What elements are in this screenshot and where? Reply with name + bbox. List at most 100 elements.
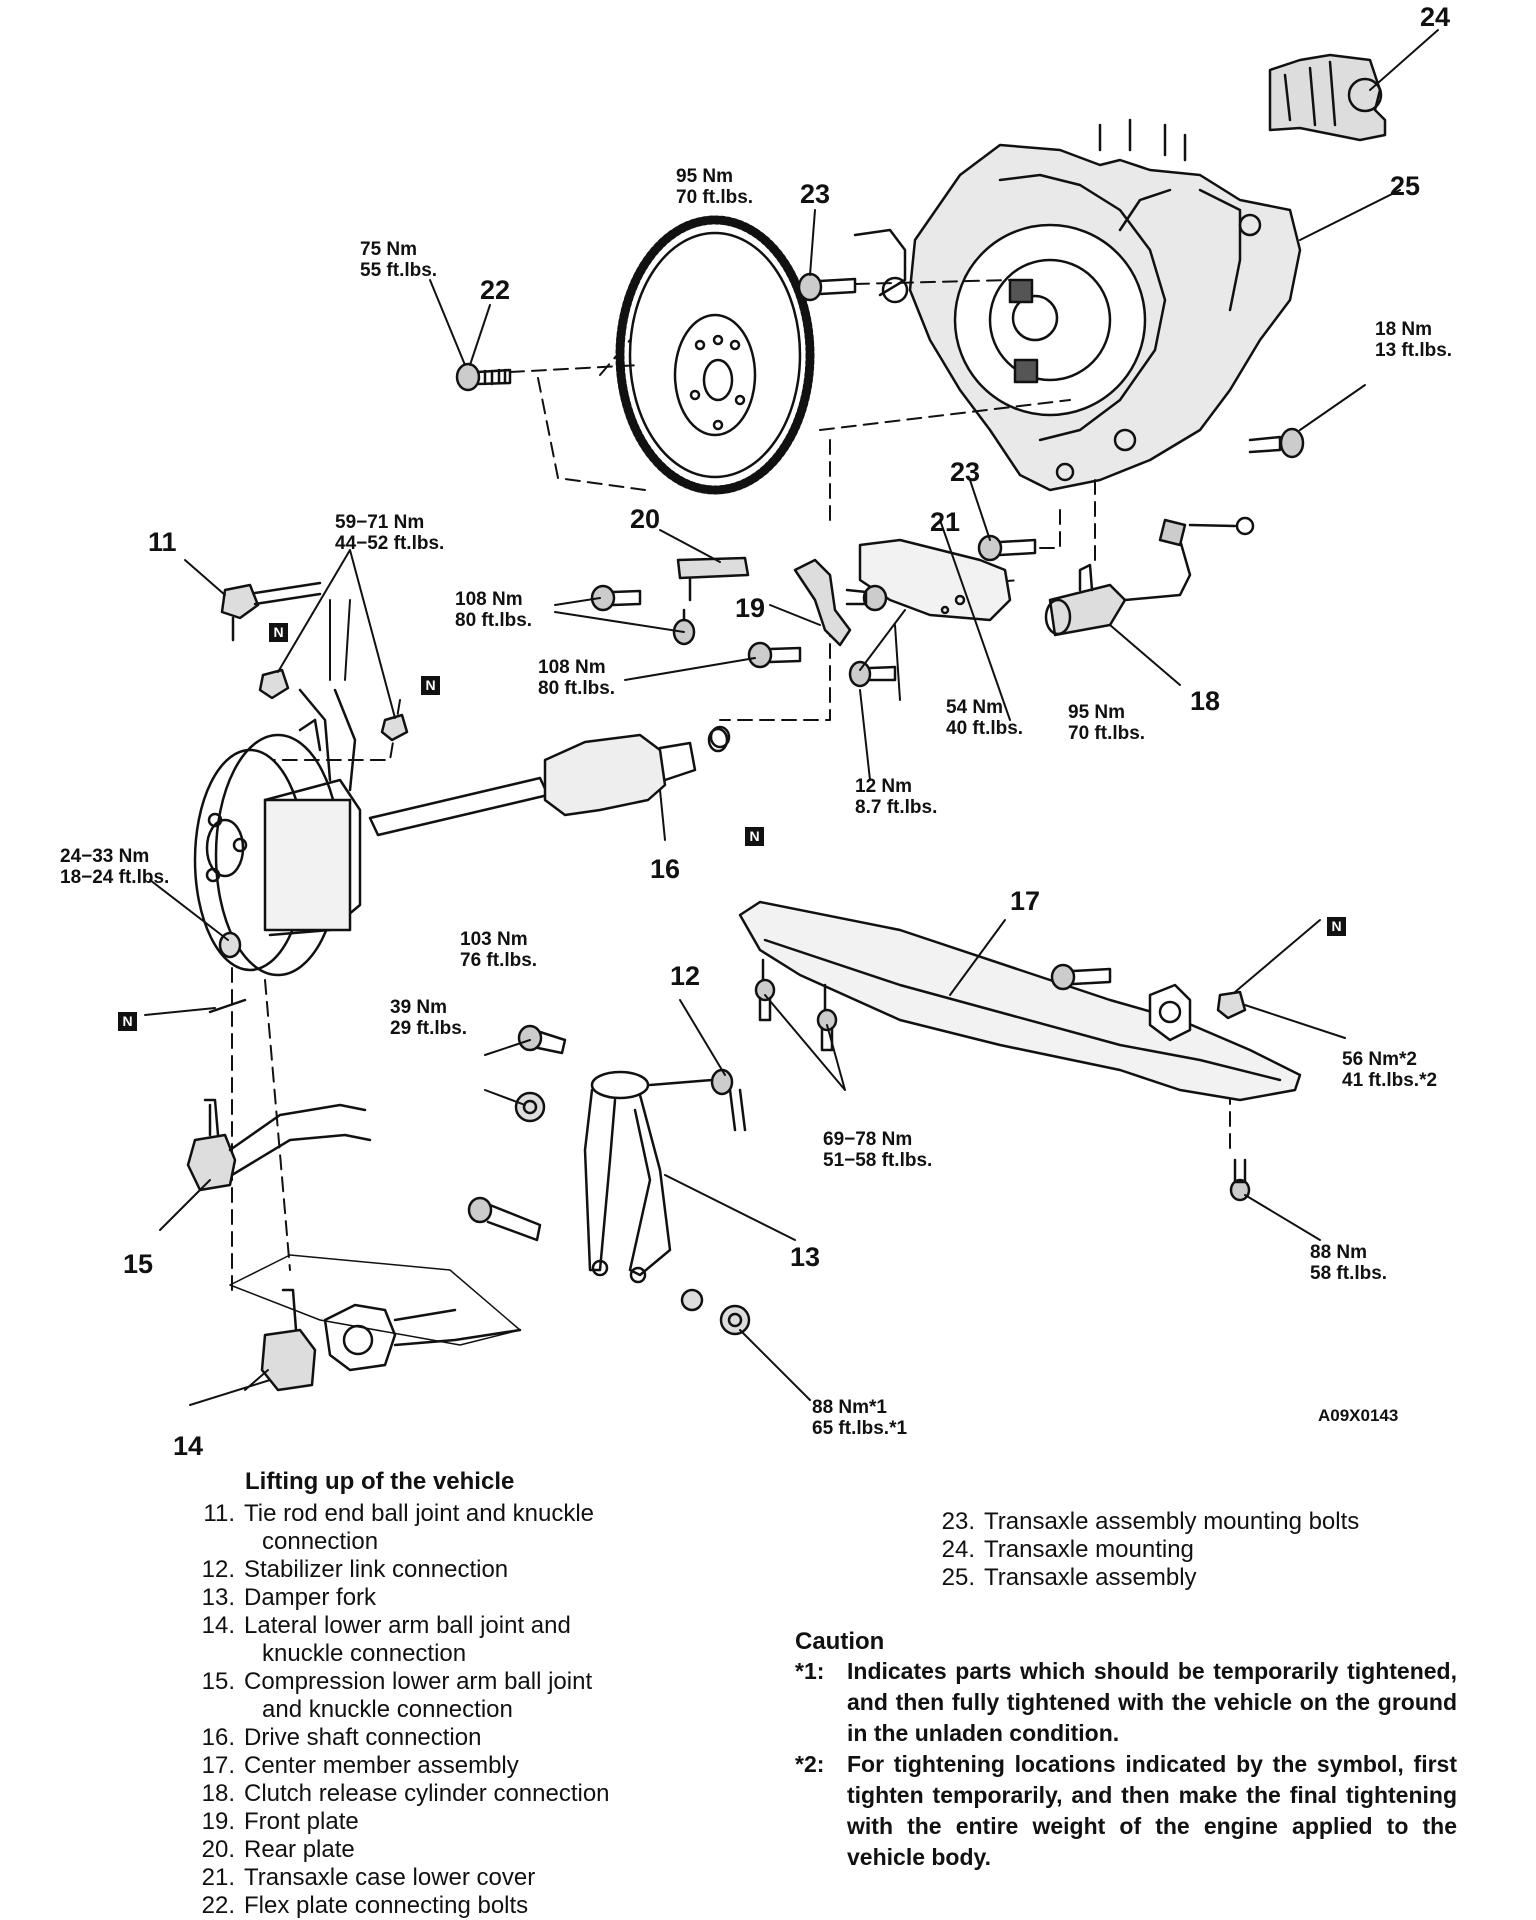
clutch-release-cylinder-part [1044,516,1255,637]
n-symbol: N [1327,917,1346,936]
callout-17: 17 [1010,886,1041,916]
legend-text-line: Drive shaft connection [244,1724,482,1751]
legend-text-line: Lateral lower arm ball joint and [244,1612,571,1639]
legend-item: 13.Damper fork [190,1584,684,1612]
section-heading: Lifting up of the vehicle [245,1468,515,1495]
legend-text: Damper fork [235,1584,684,1612]
legend-text: Drive shaft connection [235,1724,684,1752]
legend-item: 12.Stabilizer link connection [190,1556,684,1584]
legend-text-line: Transaxle assembly [984,1564,1197,1591]
strut-outline [329,599,351,681]
hub-brake-assembly-part [193,688,362,977]
callout-15: 15 [123,1249,154,1279]
legend-item: 19. Front plate [190,1808,684,1836]
legend-text: Transaxle case lower cover [235,1864,684,1892]
legend-item: 21. Transaxle case lower cover [190,1864,684,1892]
legend-text: Transaxle assembly [975,1564,1424,1592]
caution-title: Caution [795,1628,885,1655]
legend-text: Transaxle assembly mounting bolts [975,1508,1424,1536]
legend-text: Rear plate [235,1836,684,1864]
exploded-view-drawing [144,29,1439,1406]
legend-number: 15. [201,1668,235,1695]
transaxle-assembly-part [853,118,1302,492]
caution-block: Caution *1:Indicates parts which should … [795,1628,1475,1873]
legend-item: 23. Transaxle assembly mounting bolts [930,1508,1424,1536]
legend-text-continuation: and knuckle connection [262,1696,513,1723]
callout-16: 16 [650,854,681,884]
plate-bolts [590,584,897,749]
transaxle-bolt-18nm [1248,427,1305,459]
legend-number: 20. [201,1836,235,1863]
legend-number: 24. [941,1536,975,1563]
callout-24: 24 [1420,2,1451,32]
callout-12: 12 [670,961,701,991]
callout-18: 18 [1190,686,1221,716]
legend-number: 19. [201,1808,235,1835]
legend-text-line: Center member assembly [244,1752,519,1779]
legend-text-continuation: connection [262,1528,379,1555]
legend-text: Center member assembly [235,1752,684,1780]
legend-text-line: Transaxle case lower cover [244,1864,536,1891]
legend-text: Front plate [235,1808,684,1836]
legend-item: 20.Rear plate [190,1836,684,1864]
mounting-bolt-23-upper [797,272,857,302]
transaxle-mounting-part [1268,53,1387,142]
legend-number: 22. [201,1892,235,1919]
legend-text: Flex plate connecting bolts [235,1892,684,1920]
n-symbol: N [421,676,440,695]
n-symbol: N [118,1012,137,1031]
caution-mark: *2: [795,1751,825,1777]
caution-text: For tightening locations indicated by th… [847,1751,1457,1870]
callout-13: 13 [790,1242,821,1272]
legend-text-line: Damper fork [244,1584,377,1611]
figure-code: A09X0143 [1318,1406,1399,1425]
legend-number: 16. [201,1724,235,1751]
callout-14: 14 [173,1431,204,1461]
legend-text-line: Transaxle assembly mounting bolts [984,1508,1360,1535]
legend-text-line: Tie rod end ball joint and knuckle [244,1500,594,1527]
callout-20: 20 [630,504,661,534]
legend-number: 21. [201,1864,235,1891]
legend-text: Stabilizer link connection [235,1556,684,1584]
damper-fork-bolts [467,1024,751,1336]
caution-item: *1:Indicates parts which should be tempo… [795,1656,1475,1749]
legend-text-line: Front plate [244,1808,359,1835]
caution-mark: *1: [795,1658,825,1684]
front-plate-part [793,558,852,647]
legend-item: 25.Transaxle assembly [930,1564,1424,1592]
callout-19: 19 [735,593,766,623]
legend-number: 18. [201,1780,235,1807]
legend-number: 23. [941,1508,975,1535]
legend-item: 17.Center member assembly [190,1752,684,1780]
legend-text: Clutch release cylinder connection [235,1780,684,1808]
callout-21: 21 [930,507,961,537]
stabilizer-link-part [648,1068,747,1132]
flex-plate-bolt-22 [455,362,512,392]
drive-shaft-part [368,727,729,837]
legend-item: 18.Clutch release cylinder connection [190,1780,684,1808]
legend-text: Transaxle mounting [975,1536,1424,1564]
callout-23-upper: 23 [800,179,831,209]
legend-number: 14. [201,1612,235,1639]
callout-23-lower: 23 [950,457,981,487]
lateral-lower-arm-part [229,1254,522,1392]
n-symbol: N [745,827,764,846]
damper-fork-part [583,1070,672,1284]
